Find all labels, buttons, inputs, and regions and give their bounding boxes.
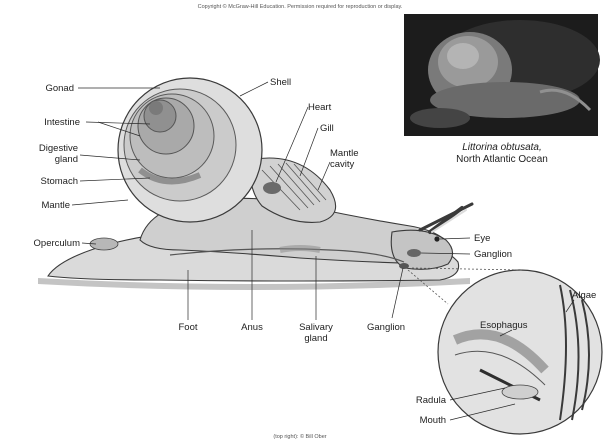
label-salivary-gland-2: gland bbox=[304, 333, 327, 344]
photo-caption-location: North Atlantic Ocean bbox=[456, 154, 548, 165]
snail-head bbox=[391, 230, 452, 269]
tentacle bbox=[420, 204, 472, 230]
label-mantle-cavity-2: cavity bbox=[330, 159, 355, 170]
label-ganglion-head: Ganglion bbox=[474, 249, 512, 260]
label-ganglion-lower: Ganglion bbox=[367, 322, 405, 333]
label-anus: Anus bbox=[241, 322, 263, 333]
ganglion-mark bbox=[407, 249, 421, 257]
photo-caption-species: Littorina obtusata, bbox=[462, 142, 542, 153]
label-heart: Heart bbox=[308, 102, 332, 113]
label-stomach: Stomach bbox=[41, 176, 79, 187]
label-mantle-cavity-1: Mantle bbox=[330, 148, 359, 159]
label-eye: Eye bbox=[474, 233, 490, 244]
label-gill: Gill bbox=[320, 123, 334, 134]
label-operculum: Operculum bbox=[34, 238, 81, 249]
label-digestive-gland-2: gland bbox=[55, 154, 78, 165]
label-gonad: Gonad bbox=[45, 83, 74, 94]
eye-spot bbox=[434, 236, 439, 241]
ganglion-mark bbox=[399, 263, 409, 269]
copyright-bottom: (top right): © Bill Ober bbox=[273, 433, 326, 440]
label-mantle: Mantle bbox=[41, 200, 70, 211]
label-shell: Shell bbox=[270, 77, 291, 88]
label-foot: Foot bbox=[178, 322, 197, 333]
snail-shell bbox=[118, 78, 262, 222]
snail-photo bbox=[404, 14, 600, 136]
label-digestive-gland-1: Digestive bbox=[39, 143, 78, 154]
heart-mark bbox=[263, 182, 281, 194]
label-intestine: Intestine bbox=[44, 117, 80, 128]
label-radula: Radula bbox=[416, 395, 447, 406]
label-salivary-gland-1: Salivary bbox=[299, 322, 333, 333]
label-esophagus: Esophagus bbox=[480, 320, 528, 331]
copyright-top: Copyright © McGraw-Hill Education. Permi… bbox=[198, 3, 403, 10]
label-mouth: Mouth bbox=[420, 415, 446, 426]
label-algae: Algae bbox=[572, 290, 596, 301]
